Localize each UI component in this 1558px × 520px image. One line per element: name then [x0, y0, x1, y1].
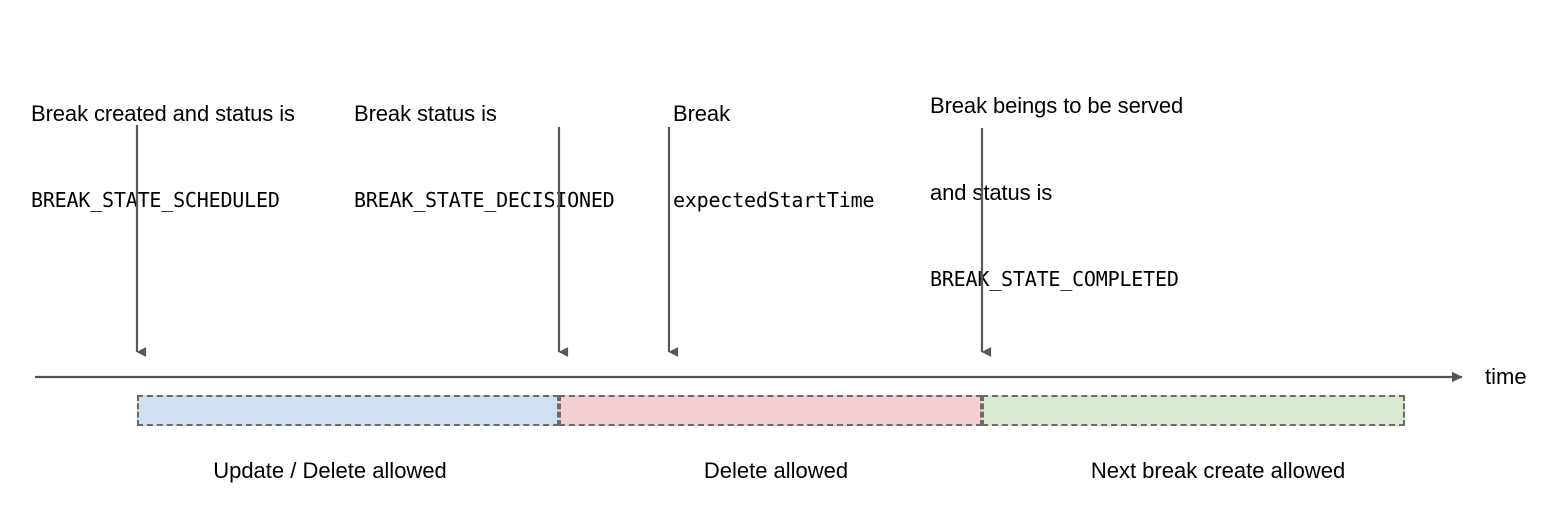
annotation-completed-line-3: BREAK_STATE_COMPLETED: [930, 267, 1179, 291]
annotation-expected-start-time: Break expectedStartTime: [673, 41, 875, 273]
annotation-completed: Break beings to be served and status is …: [930, 33, 1183, 352]
annotation-expected-start-time-line-1: Break: [673, 101, 730, 126]
annotation-scheduled: Break created and status is BREAK_STATE_…: [31, 41, 295, 273]
annotation-expected-start-time-line-2: expectedStartTime: [673, 188, 875, 212]
annotation-scheduled-line-2: BREAK_STATE_SCHEDULED: [31, 188, 280, 212]
annotation-decisioned-line-2: BREAK_STATE_DECISIONED: [354, 188, 615, 212]
phase-label-delete: Delete allowed: [703, 458, 849, 483]
phase-label-next-break-create: Next break create allowed: [1090, 458, 1346, 483]
annotation-completed-line-1: Break beings to be served: [930, 93, 1184, 118]
annotation-decisioned-line-1: Break status is: [354, 101, 497, 126]
phase-label-update-delete: Update / Delete allowed: [213, 458, 447, 483]
annotation-decisioned: Break status is BREAK_STATE_DECISIONED: [354, 41, 615, 273]
phase-bar-next-break-create: [982, 395, 1405, 426]
phase-bar-delete: [559, 395, 982, 426]
phase-bar-update-delete: [137, 395, 559, 426]
axis-label-time: time: [1485, 364, 1527, 389]
annotation-scheduled-line-1: Break created and status is: [31, 101, 295, 126]
annotation-completed-line-2: and status is: [930, 180, 1053, 205]
